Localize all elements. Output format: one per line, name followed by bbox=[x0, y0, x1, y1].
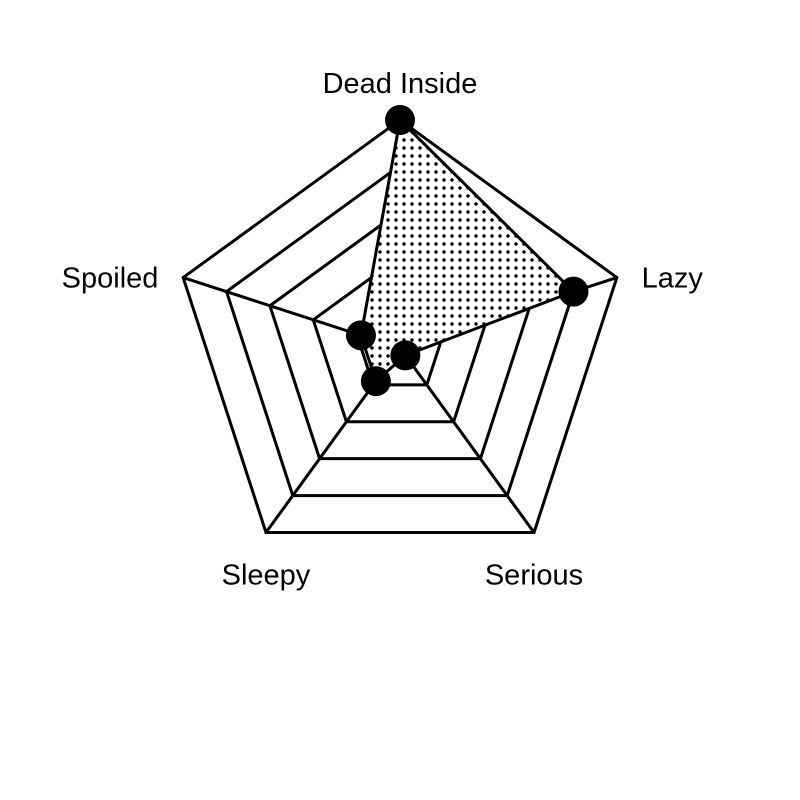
axis-label-serious: Serious bbox=[485, 559, 583, 591]
data-point-spoiled bbox=[345, 320, 376, 351]
axis-label-dead-inside: Dead Inside bbox=[323, 68, 478, 100]
radar-series bbox=[345, 105, 589, 397]
axis-label-spoiled: Spoiled bbox=[62, 263, 159, 295]
data-point-lazy bbox=[558, 276, 589, 307]
axis-label-lazy: Lazy bbox=[642, 263, 704, 295]
data-point-dead-inside bbox=[385, 105, 415, 135]
grid-ring-5 bbox=[181, 118, 619, 534]
data-point-serious bbox=[390, 340, 421, 371]
axis-label-sleepy: Sleepy bbox=[222, 559, 311, 591]
series-area-0 bbox=[359, 118, 575, 383]
data-point-sleepy bbox=[360, 366, 391, 397]
spoke-serious bbox=[398, 347, 536, 534]
